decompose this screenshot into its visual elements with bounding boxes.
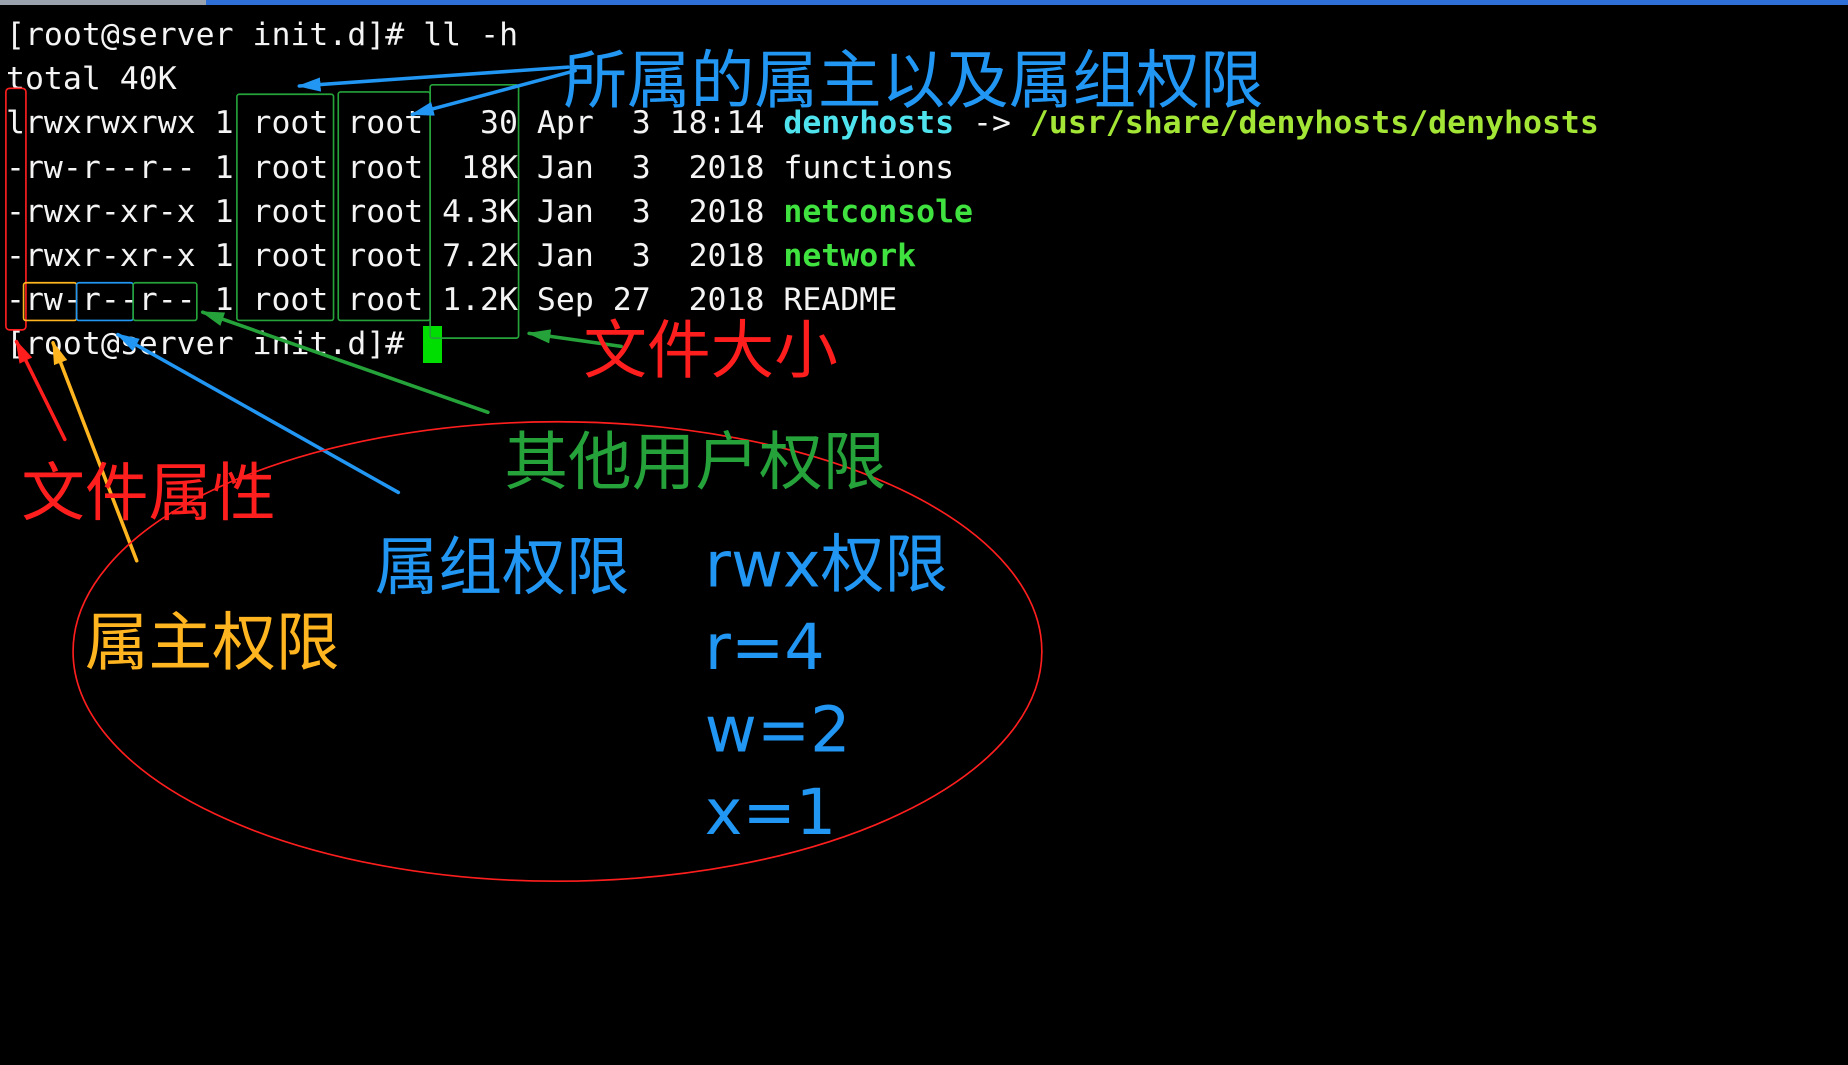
total-size: total 40K bbox=[6, 61, 177, 98]
modified-year: 2018 bbox=[688, 193, 765, 230]
terminal-cursor bbox=[423, 325, 443, 363]
shell-prompt: [root@server init.d]# bbox=[6, 17, 405, 53]
modified-day: 27 bbox=[612, 282, 651, 319]
link-count: 1 bbox=[214, 149, 234, 186]
total-line: total 40K bbox=[6, 57, 1836, 101]
file-name-executable: netconsole bbox=[783, 193, 974, 230]
file-group: root bbox=[347, 282, 424, 319]
file-owner: root bbox=[252, 149, 329, 186]
modified-day: 3 bbox=[631, 193, 651, 230]
listing-row: lrwxrwxrwx 1 root root 30 Apr 3 18:14 de… bbox=[6, 101, 1836, 145]
symlink-target: /usr/share/denyhosts/denyhosts bbox=[1029, 105, 1599, 142]
file-owner: root bbox=[252, 105, 329, 142]
file-owner: root bbox=[252, 282, 329, 319]
file-permissions: -rw-r--r-- bbox=[6, 149, 196, 186]
file-size: 7.2K bbox=[442, 237, 518, 274]
window-top-border-left bbox=[0, 0, 206, 5]
modified-month: Jan bbox=[536, 149, 594, 186]
listing-row: -rwxr-xr-x 1 root root 7.2K Jan 3 2018 n… bbox=[6, 234, 1836, 278]
listing-row: -rwxr-xr-x 1 root root 4.3K Jan 3 2018 n… bbox=[6, 190, 1836, 234]
link-count: 1 bbox=[214, 193, 234, 230]
file-owner: root bbox=[252, 237, 329, 274]
modified-month: Sep bbox=[536, 282, 594, 319]
modified-day: 3 bbox=[631, 149, 651, 186]
link-count: 1 bbox=[214, 237, 234, 274]
file-permissions: lrwxrwxrwx bbox=[6, 105, 196, 142]
symlink-arrow: -> bbox=[973, 105, 1011, 142]
file-group: root bbox=[347, 105, 424, 142]
file-name: functions bbox=[783, 149, 955, 186]
modified-day: 3 bbox=[631, 105, 651, 142]
file-size: 4.3K bbox=[442, 193, 518, 230]
file-group: root bbox=[347, 237, 424, 274]
listing-row: -rw-r--r-- 1 root root 1.2K Sep 27 2018 … bbox=[6, 278, 1836, 322]
file-owner: root bbox=[252, 193, 329, 230]
modified-year: 2018 bbox=[688, 237, 765, 274]
modified-month: Apr bbox=[536, 105, 594, 142]
window-top-border bbox=[0, 0, 1848, 5]
terminal-output[interactable]: [root@server init.d]# ll -h total 40K lr… bbox=[6, 13, 1836, 1053]
file-size: 18K bbox=[461, 149, 518, 186]
command-line: [root@server init.d]# ll -h bbox=[6, 13, 1836, 57]
shell-command: ll -h bbox=[423, 17, 519, 53]
link-count: 1 bbox=[214, 105, 234, 142]
file-size: 30 bbox=[480, 105, 518, 142]
prompt-line: [root@server init.d]# bbox=[6, 322, 1836, 366]
file-group: root bbox=[347, 193, 424, 230]
modified-day: 3 bbox=[631, 237, 651, 274]
file-name-executable: network bbox=[783, 237, 917, 274]
file-name-symlink: denyhosts bbox=[783, 105, 955, 142]
modified-month: Jan bbox=[536, 193, 594, 230]
file-name: README bbox=[783, 282, 898, 319]
modified-year: 2018 bbox=[688, 282, 765, 319]
file-size: 1.2K bbox=[442, 282, 518, 319]
link-count: 1 bbox=[214, 282, 234, 319]
shell-prompt: [root@server init.d]# bbox=[6, 326, 405, 363]
modified-month: Jan bbox=[536, 237, 594, 274]
file-permissions: -rw-r--r-- bbox=[6, 282, 196, 319]
listing-row: -rw-r--r-- 1 root root 18K Jan 3 2018 fu… bbox=[6, 146, 1836, 190]
file-group: root bbox=[347, 149, 424, 186]
modified-year: 2018 bbox=[688, 149, 765, 186]
file-permissions: -rwxr-xr-x bbox=[6, 237, 196, 274]
file-permissions: -rwxr-xr-x bbox=[6, 193, 196, 230]
modified-time: 18:14 bbox=[669, 105, 765, 142]
